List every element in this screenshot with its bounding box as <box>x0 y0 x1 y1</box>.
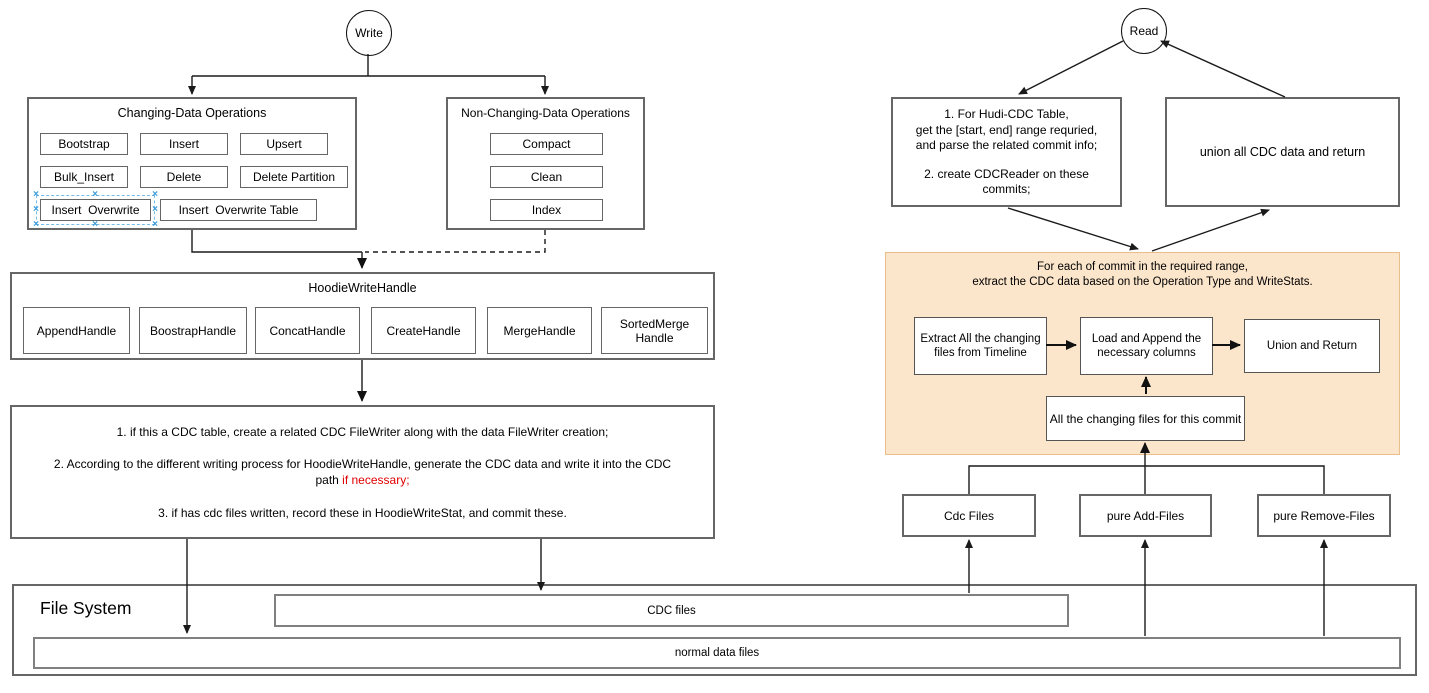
step-2-path-text: path <box>315 473 343 487</box>
op-compact[interactable]: Compact <box>490 133 603 155</box>
read-label: Read <box>1129 24 1159 38</box>
pure-add-files-label: pure Add-Files <box>1106 508 1185 523</box>
changing-data-operations-title: Changing-Data Operations <box>117 106 267 120</box>
step-3: 3. if has cdc files written, record thes… <box>158 506 567 520</box>
cdc-files-store-label: CDC files <box>647 604 696 617</box>
cdc-files-store[interactable]: CDC files <box>274 594 1069 627</box>
selection-handle-icon[interactable]: × <box>152 204 158 215</box>
handle-sorted-merge[interactable]: SortedMerge Handle <box>601 307 708 354</box>
handle-boostrap[interactable]: BoostrapHandle <box>139 307 247 354</box>
write-start-node[interactable]: Write <box>346 10 392 56</box>
file-system-title: File System <box>40 598 132 618</box>
step-1: 1. if this a CDC table, create a related… <box>116 425 609 439</box>
read-prepare-step-1: 1. For Hudi-CDC Table, get the [start, e… <box>915 107 1098 152</box>
pure-add-files-box[interactable]: pure Add-Files <box>1079 494 1212 537</box>
op-upsert[interactable]: Upsert <box>240 133 328 155</box>
selection-handle-icon[interactable]: × <box>152 189 158 200</box>
handle-merge[interactable]: MergeHandle <box>487 307 592 354</box>
op-index[interactable]: Index <box>490 199 603 221</box>
handle-concat[interactable]: ConcatHandle <box>255 307 360 354</box>
changing-data-operations-group[interactable]: Changing-Data Operations Bootstrap Inser… <box>27 97 357 230</box>
cdc-files-group-label: Cdc Files <box>943 508 994 523</box>
all-changing-files-box[interactable]: All the changing files for this commit <box>1046 396 1245 441</box>
op-bootstrap[interactable]: Bootstrap <box>40 133 128 155</box>
step-2-if-necessary-text: if necessary; <box>342 473 410 487</box>
extract-changing-files-box[interactable]: Extract All the changing files from Time… <box>914 317 1047 375</box>
op-delete[interactable]: Delete <box>140 166 228 188</box>
cdc-files-group-box[interactable]: Cdc Files <box>902 494 1036 537</box>
selection-handle-icon[interactable]: × <box>152 219 158 230</box>
handle-append[interactable]: AppendHandle <box>23 307 130 354</box>
step-2: 2. According to the different writing pr… <box>53 457 672 471</box>
hoodie-write-handle-title: HoodieWriteHandle <box>308 281 417 295</box>
op-clean[interactable]: Clean <box>490 166 603 188</box>
op-delete-partition[interactable]: Delete Partition <box>240 166 348 188</box>
normal-data-files-store-label: normal data files <box>674 647 760 659</box>
op-insert-overwrite[interactable]: Insert Overwrite <box>40 199 151 221</box>
non-changing-data-operations-title: Non-Changing-Data Operations <box>461 106 630 120</box>
hoodie-write-handle-group[interactable]: HoodieWriteHandle AppendHandle BoostrapH… <box>10 272 715 360</box>
op-insert[interactable]: Insert <box>140 133 228 155</box>
load-append-columns-box[interactable]: Load and Append the necessary columns <box>1080 317 1213 375</box>
union-all-cdc-box[interactable]: union all CDC data and return <box>1165 97 1400 207</box>
union-all-cdc-label: union all CDC data and return <box>1199 145 1366 159</box>
cdc-write-steps-box[interactable]: 1. if this a CDC table, create a related… <box>10 405 715 539</box>
op-insert-overwrite-table[interactable]: Insert Overwrite Table <box>160 199 317 221</box>
read-prepare-step-2: 2. create CDCReader on these commits; <box>924 166 1089 197</box>
handle-create[interactable]: CreateHandle <box>371 307 476 354</box>
op-bulk-insert[interactable]: Bulk_Insert <box>40 166 128 188</box>
selection-handle-icon[interactable]: × <box>33 219 39 230</box>
per-commit-extract-group[interactable]: For each of commit in the required range… <box>885 252 1400 455</box>
pure-remove-files-box[interactable]: pure Remove-Files <box>1257 494 1391 537</box>
selection-handle-icon[interactable]: × <box>92 219 98 230</box>
pure-remove-files-label: pure Remove-Files <box>1273 508 1375 523</box>
write-label: Write <box>355 26 383 40</box>
union-and-return-box[interactable]: Union and Return <box>1244 319 1380 373</box>
read-start-node[interactable]: Read <box>1121 8 1167 54</box>
step-2-continued: path if necessary; <box>12 472 713 488</box>
per-commit-extract-title: For each of commit in the required range… <box>972 261 1313 288</box>
non-changing-data-operations-group[interactable]: Non-Changing-Data Operations Compact Cle… <box>446 97 645 230</box>
normal-data-files-store[interactable]: normal data files <box>33 637 1401 669</box>
read-prepare-box[interactable]: 1. For Hudi-CDC Table, get the [start, e… <box>891 97 1122 207</box>
